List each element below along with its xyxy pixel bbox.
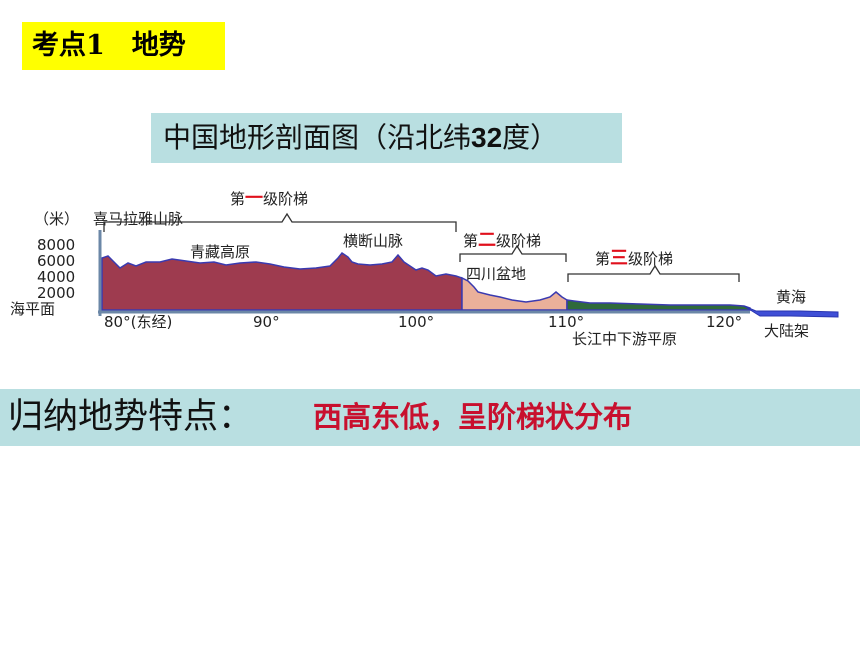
x-tick-label: 80°(东经) [104, 313, 172, 331]
unit-label: （米） [34, 210, 79, 228]
himalaya-label: 喜马拉雅山脉 [93, 210, 183, 228]
summary-label: 归纳地势特点： [8, 397, 254, 437]
step1-bracket [103, 212, 457, 232]
y-tick-label: 6000 [37, 252, 75, 270]
hengduan-label: 横断山脉 [343, 232, 403, 250]
x-tick-label: 110° [548, 313, 584, 331]
step1-terrain [101, 251, 463, 311]
step2-bracket [459, 244, 567, 262]
topic-badge: 考点1 地势 [22, 22, 225, 70]
summary-value: 西高东低，呈阶梯状分布 [313, 400, 633, 434]
sea-shelf [743, 305, 839, 318]
y-tick-labels: 8000 6000 4000 2000 [37, 236, 75, 302]
y-tick-label: 8000 [37, 236, 75, 254]
x-tick-labels: 80°(东经) 90° 100° 110° 120° [104, 313, 742, 331]
diagram-title: 中国地形剖面图（沿北纬32度） [151, 113, 622, 163]
qingzang-label: 青藏高原 [190, 243, 250, 261]
step2-terrain [461, 276, 568, 311]
step1-label: 第一级阶梯 [230, 188, 308, 209]
title-number: 32 [471, 122, 503, 153]
step2-label: 第二级阶梯 [463, 230, 541, 251]
x-tick-label: 120° [706, 313, 742, 331]
step3-terrain [566, 299, 751, 311]
title-suffix: 度） [502, 121, 559, 154]
sichuan-label: 四川盆地 [466, 265, 526, 283]
terrain-profile-diagram: （米） 8000 6000 4000 2000 海平面 80°(东经) 90° … [10, 188, 839, 348]
summary-banner: 归纳地势特点： 西高东低，呈阶梯状分布 [0, 389, 860, 446]
step3-label: 第三级阶梯 [595, 248, 673, 269]
x-tick-label: 100° [398, 313, 434, 331]
shelf-label: 大陆架 [764, 322, 809, 340]
huanghai-label: 黄海 [776, 288, 806, 306]
y-tick-label: 4000 [37, 268, 75, 286]
title-prefix: 中国地形剖面图（沿北纬 [163, 121, 472, 154]
y-tick-label: 2000 [37, 284, 75, 302]
sea-level-label: 海平面 [10, 300, 55, 318]
x-tick-label: 90° [253, 313, 280, 331]
changjiang-label: 长江中下游平原 [572, 330, 677, 348]
step3-bracket [567, 264, 740, 282]
